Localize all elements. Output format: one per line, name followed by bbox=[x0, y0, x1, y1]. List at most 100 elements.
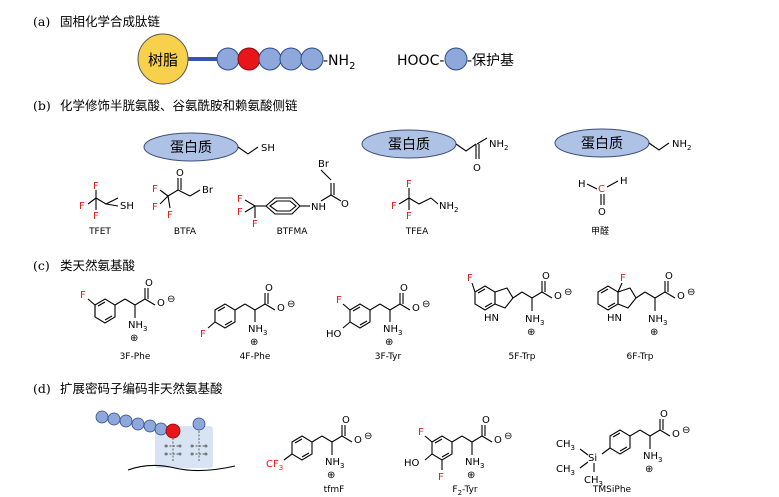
svg-text:F: F bbox=[80, 290, 86, 301]
svg-text:Br: Br bbox=[318, 159, 330, 170]
compound-tfmf: CF3 O O ⊖ NH3 ⊕ tfmF bbox=[266, 415, 372, 495]
svg-text:⊕: ⊕ bbox=[385, 337, 393, 348]
mrna-strand bbox=[127, 464, 236, 472]
svg-text:O: O bbox=[542, 271, 550, 282]
compound-name: 4F-Phe bbox=[240, 352, 271, 362]
peptide-terminus: -NH2 bbox=[323, 53, 355, 72]
amine-nh2: NH2 bbox=[672, 139, 691, 152]
section-c-header: (c) 类天然氨基酸 bbox=[33, 258, 136, 273]
compound-name: TMSiPhe bbox=[592, 485, 632, 495]
svg-text:NH3: NH3 bbox=[383, 324, 402, 337]
section-d-header: (d) 扩展密码子编码非天然氨基酸 bbox=[33, 381, 223, 396]
compound-f2-tyr: F F HO O O ⊖ NH3 ⊕ F2-Tyr bbox=[404, 415, 512, 497]
svg-text:C: C bbox=[598, 184, 605, 195]
svg-text:F: F bbox=[167, 210, 173, 221]
svg-text:O: O bbox=[176, 168, 184, 179]
reagent-tfet: F F F SH TFET bbox=[79, 181, 134, 237]
svg-text:Si: Si bbox=[588, 453, 597, 464]
svg-text:⊖: ⊖ bbox=[687, 287, 695, 298]
thiol-label: SH bbox=[261, 143, 275, 154]
svg-text:NH3: NH3 bbox=[648, 314, 667, 327]
section-d-marker: (d) bbox=[33, 381, 51, 396]
svg-text:HO: HO bbox=[326, 329, 342, 340]
svg-text:O: O bbox=[341, 199, 349, 210]
reagent-name: 甲醛 bbox=[591, 225, 609, 237]
svg-text:HO: HO bbox=[404, 458, 420, 469]
reagent-formaldehyde: H C H O 甲醛 bbox=[578, 176, 628, 237]
compound-name: 3F-Phe bbox=[120, 352, 151, 362]
svg-text:F: F bbox=[467, 273, 473, 284]
svg-text:⊕: ⊕ bbox=[130, 333, 138, 344]
svg-text:HN: HN bbox=[607, 313, 622, 324]
svg-text:O: O bbox=[494, 435, 502, 446]
svg-text:Br: Br bbox=[202, 185, 214, 196]
reagent-name: BTFMA bbox=[277, 227, 309, 237]
section-b-title: 化学修饰半胱氨酸、谷氨酰胺和赖氨酸侧链 bbox=[60, 98, 298, 113]
svg-text:HN: HN bbox=[484, 313, 499, 324]
section-c-title: 类天然氨基酸 bbox=[60, 258, 136, 273]
protein-label: 蛋白质 bbox=[581, 136, 623, 152]
svg-text:NH3: NH3 bbox=[525, 314, 544, 327]
panel-a: 树脂 -NH2 HOOC- -保护基 bbox=[137, 33, 514, 85]
reagent-btfma: F F F Br O NH BTFMA bbox=[237, 159, 349, 237]
svg-text:F: F bbox=[620, 273, 626, 284]
svg-text:O: O bbox=[277, 303, 285, 314]
compound-name: F2-Tyr bbox=[452, 485, 477, 497]
reagent-tfea: F F F NH2 TFEA bbox=[391, 179, 458, 237]
compound-name: tfmF bbox=[324, 485, 345, 495]
svg-text:F: F bbox=[418, 427, 424, 438]
side-chain-bond bbox=[455, 143, 477, 152]
resin-bead bbox=[137, 33, 189, 85]
amide-oxygen: O bbox=[473, 163, 481, 174]
svg-text:F: F bbox=[152, 184, 158, 195]
svg-text:CH3: CH3 bbox=[584, 475, 603, 488]
svg-text:⊖: ⊖ bbox=[422, 299, 430, 310]
compound-3f-tyr: F HO O O ⊖ NH3 ⊕ 3F-Tyr bbox=[326, 283, 430, 362]
panel-d: CF3 O O ⊖ NH3 ⊕ tfmF F F HO O O ⊖ NH bbox=[95, 409, 690, 497]
svg-text:⊖: ⊖ bbox=[167, 294, 175, 305]
svg-text:F: F bbox=[391, 201, 397, 212]
svg-text:O: O bbox=[665, 271, 673, 282]
svg-text:⊖: ⊖ bbox=[364, 431, 372, 442]
amino-acid-bead bbox=[300, 47, 324, 71]
svg-text:NH3: NH3 bbox=[643, 451, 662, 464]
svg-text:NH3: NH3 bbox=[248, 324, 267, 337]
compound-4f-phe: F O O ⊖ NH3 ⊕ 4F-Phe bbox=[200, 283, 295, 362]
section-a-header: (a) 固相化学合成肽链 bbox=[33, 14, 161, 29]
svg-text:⊕: ⊕ bbox=[650, 327, 658, 338]
svg-text:F: F bbox=[252, 219, 258, 230]
svg-text:O: O bbox=[265, 283, 273, 294]
peptide-chain bbox=[216, 47, 324, 71]
svg-text:F: F bbox=[406, 179, 412, 190]
section-a-title: 固相化学合成肽链 bbox=[60, 14, 161, 29]
compound-name: 6F-Trp bbox=[627, 352, 654, 362]
svg-text:⊕: ⊕ bbox=[250, 337, 258, 348]
section-c-marker: (c) bbox=[33, 258, 50, 273]
svg-text:O: O bbox=[677, 291, 685, 302]
svg-text:NH3: NH3 bbox=[325, 457, 344, 470]
protein-label: 蛋白质 bbox=[170, 140, 212, 156]
svg-text:O: O bbox=[157, 298, 165, 309]
svg-text:O: O bbox=[412, 303, 420, 314]
resin-label: 树脂 bbox=[148, 51, 178, 69]
svg-text:⊕: ⊕ bbox=[645, 464, 653, 475]
svg-text:NH2: NH2 bbox=[439, 201, 458, 214]
svg-text:O: O bbox=[354, 435, 362, 446]
svg-text:CH3: CH3 bbox=[556, 464, 575, 477]
svg-text:NH: NH bbox=[311, 202, 326, 213]
svg-text:O: O bbox=[672, 429, 680, 440]
ribosome-translation-icon bbox=[95, 410, 236, 472]
svg-text:F: F bbox=[237, 207, 243, 218]
svg-text:F: F bbox=[237, 194, 243, 205]
linker-right-label: -保护基 bbox=[467, 52, 514, 69]
svg-text:F: F bbox=[93, 211, 99, 222]
svg-text:O: O bbox=[598, 207, 606, 218]
compound-5f-trp: F HN O O ⊖ NH3 ⊕ 5F-Trp bbox=[467, 271, 572, 362]
svg-text:H: H bbox=[620, 176, 628, 187]
svg-text:O: O bbox=[342, 415, 350, 426]
svg-text:⊕: ⊕ bbox=[527, 327, 535, 338]
panel-c: F O O ⊖ NH3 ⊕ 3F-Phe F O O ⊖ NH3 ⊕ 4F-Ph… bbox=[80, 271, 695, 362]
compound-tmsiphe: Si CH3 CH3 CH3 O O ⊖ NH3 ⊕ TMSiPhe bbox=[556, 409, 690, 495]
amino-acid-bead-highlight bbox=[237, 47, 261, 71]
